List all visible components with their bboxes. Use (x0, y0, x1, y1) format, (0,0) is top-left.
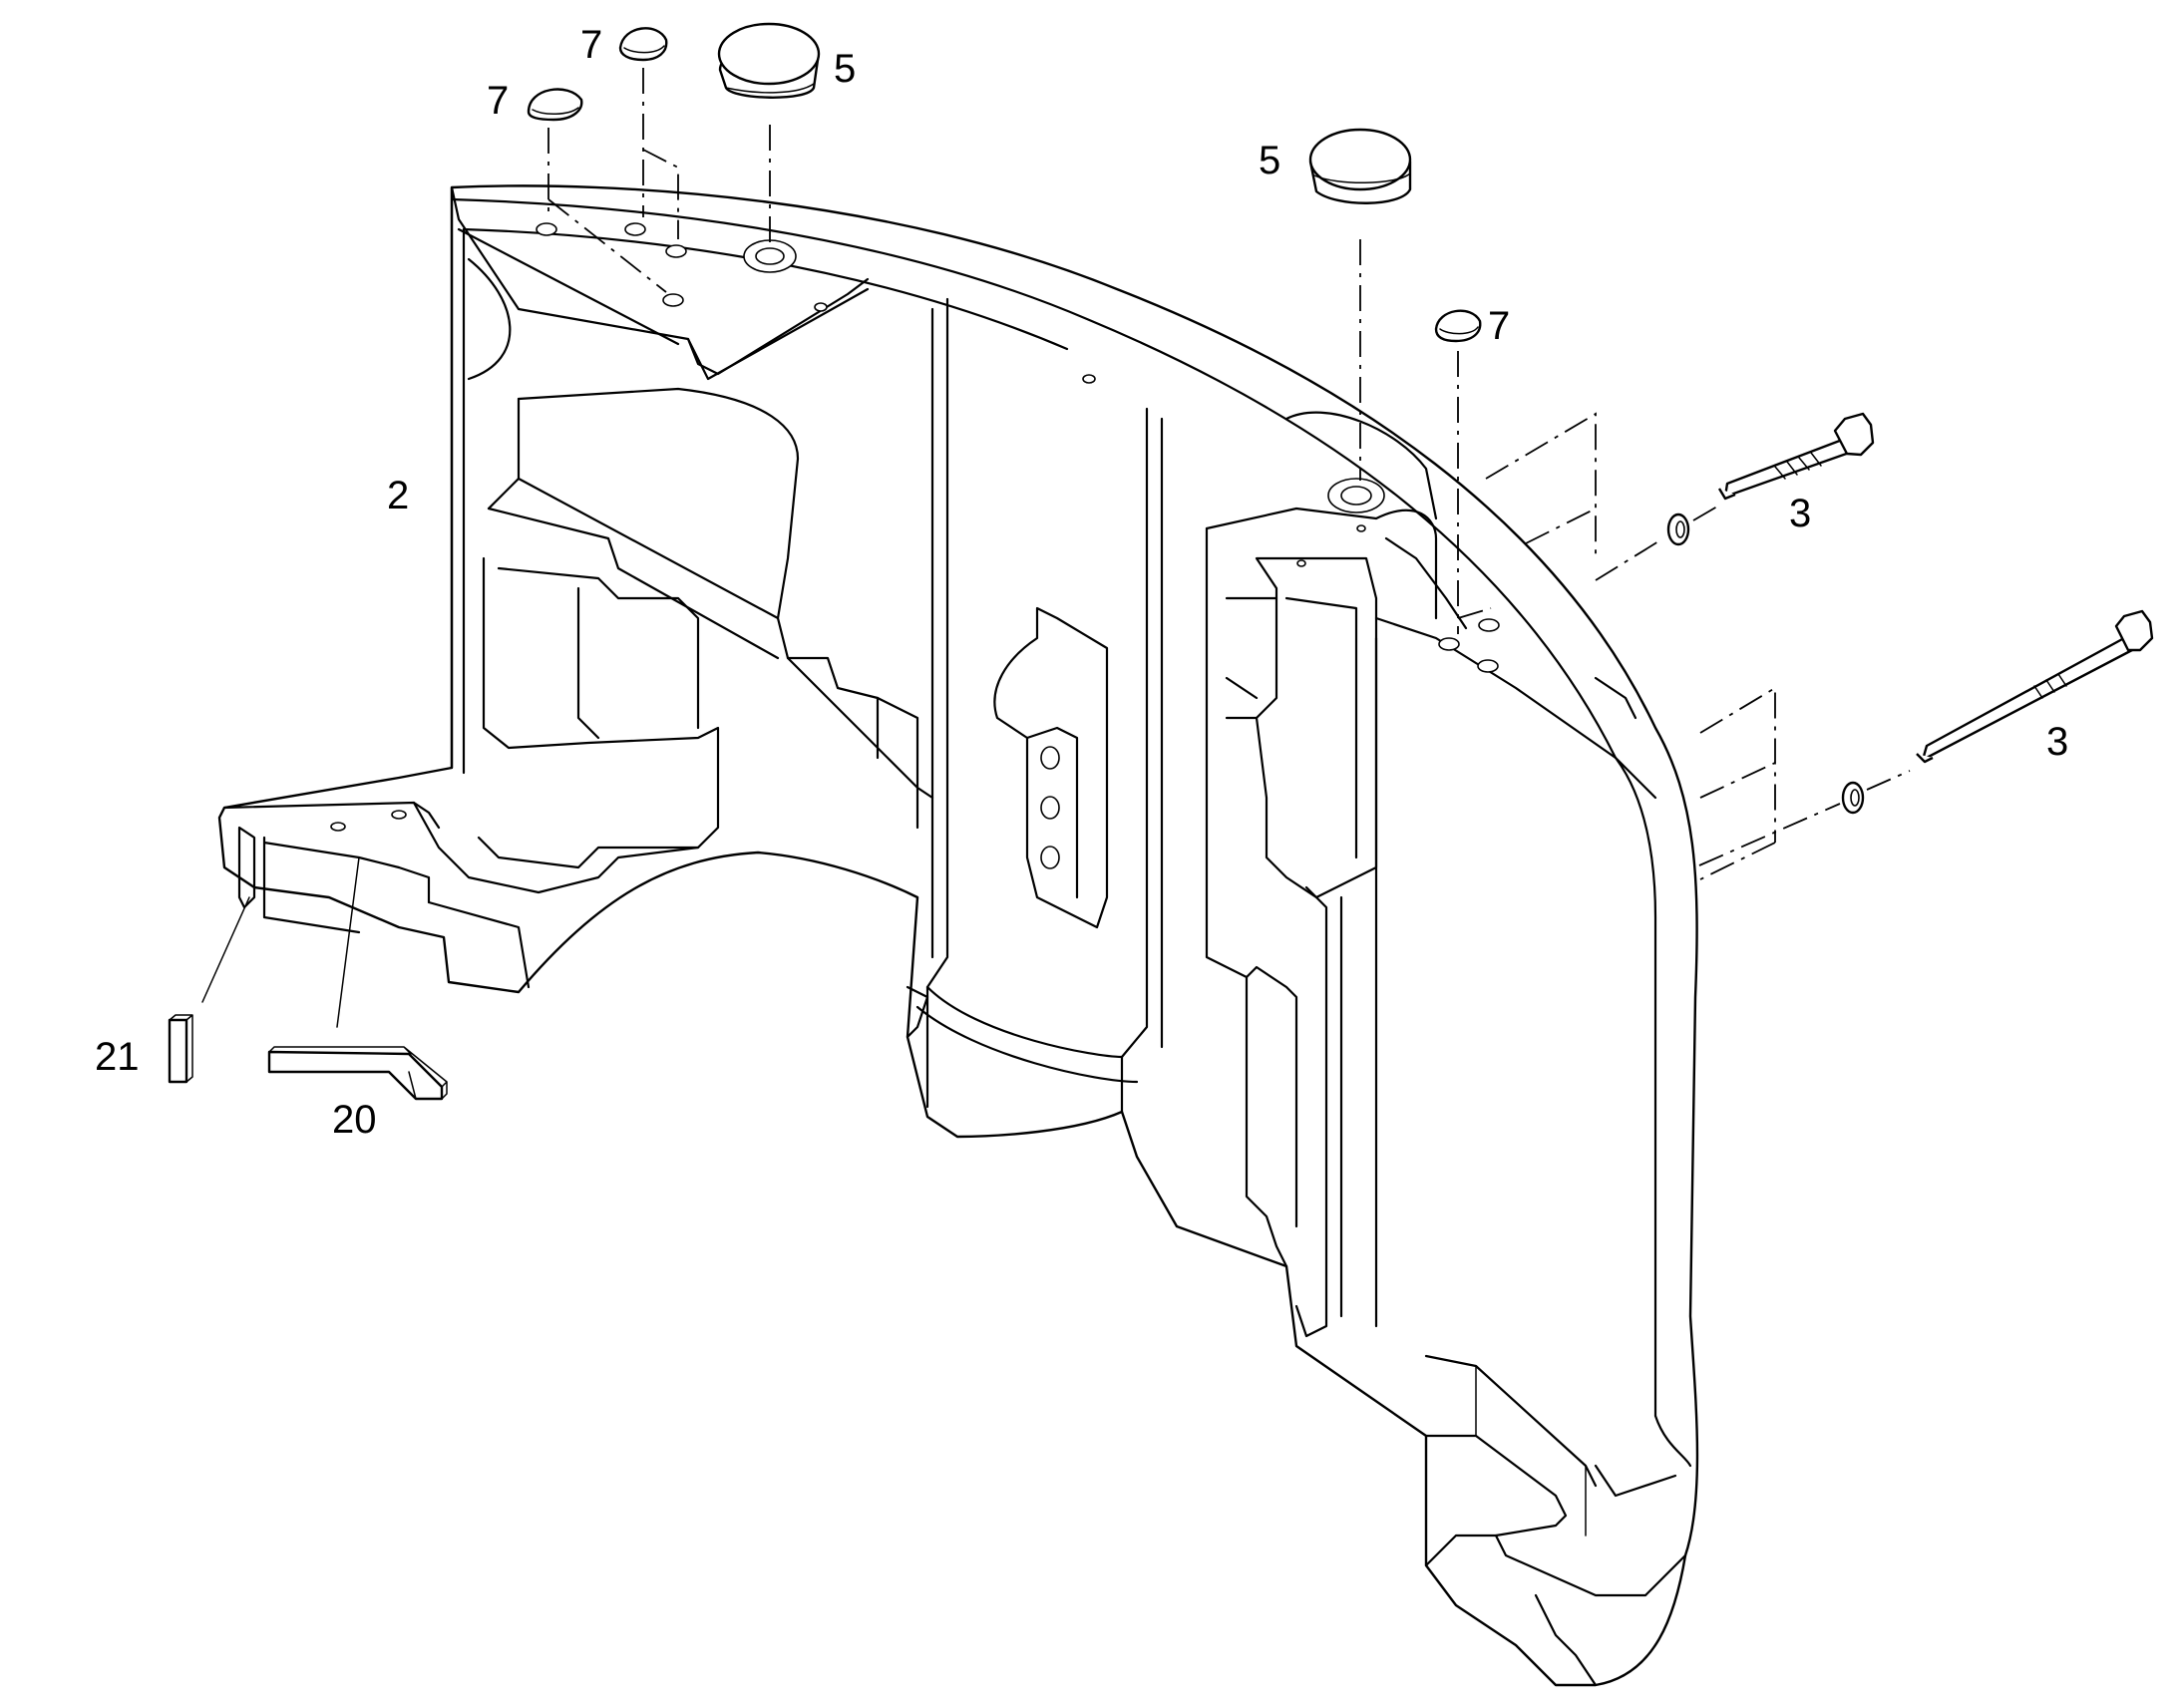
hole-c (665, 244, 687, 258)
foot-left-ramp-2 (397, 865, 531, 989)
hole-j (1356, 524, 1366, 532)
top-left-shelf-3 (457, 227, 680, 346)
left-pocket-inner (497, 566, 700, 730)
left-recess-c (487, 507, 780, 660)
bolt-3a (1717, 412, 1875, 501)
callout-7-top: 7 (580, 23, 602, 67)
bracket-hole-1 (1040, 746, 1060, 770)
right-block-top (1205, 507, 1438, 620)
part-21 (168, 1014, 193, 1084)
foot-left-top (222, 801, 441, 830)
callout-3-upper: 3 (1789, 492, 1811, 535)
right-block-front (1205, 526, 1298, 1228)
plug-7c (1434, 309, 1482, 343)
callout-5-left: 5 (834, 47, 856, 91)
right-block-face (1255, 556, 1378, 899)
foot-right-5 (1594, 1464, 1677, 1498)
foot-left-slot (237, 826, 256, 909)
hole-l (814, 302, 828, 312)
top-right-ring (1284, 411, 1438, 520)
left-pocket (477, 556, 720, 869)
callout-3-lower: 3 (2046, 720, 2068, 764)
hole-g (1477, 659, 1499, 673)
washer-3a (1666, 512, 1690, 546)
callout-5-right: 5 (1259, 139, 1280, 182)
leader-lines (201, 856, 360, 1028)
cap-5a (717, 22, 821, 99)
callout-20: 20 (332, 1098, 377, 1142)
central-slot-left (925, 297, 949, 1109)
top-left-shelf-2 (686, 287, 870, 381)
hole-d (662, 293, 684, 307)
foot-right-detail (1475, 1365, 1587, 1537)
hole-b (624, 222, 646, 236)
callout-7-left: 7 (487, 79, 509, 123)
callout-21: 21 (95, 1035, 140, 1079)
plug-7b (618, 27, 668, 62)
left-recess-top (517, 397, 880, 760)
right-panel-2 (1614, 756, 1657, 1418)
foot-right-4 (1534, 1593, 1598, 1687)
body-outline (217, 184, 1699, 1687)
bracket-hole-2 (1040, 796, 1060, 820)
hole-h (330, 822, 346, 832)
foot-right-2 (1424, 1434, 1568, 1567)
right-side-face (1374, 616, 1657, 800)
foot-left-ramp (412, 801, 700, 894)
callout-7-right: 7 (1488, 304, 1510, 348)
right-block-post (1294, 885, 1328, 1338)
hole-a (536, 222, 557, 236)
hole-k (1296, 559, 1306, 567)
central-slot-bottom-2 (915, 1005, 1139, 1084)
left-recess-a (517, 387, 800, 620)
left-pocket-inner-2 (576, 586, 600, 740)
right-rim-notch (1594, 676, 1637, 720)
right-step-1 (1245, 975, 1288, 1268)
callout-2: 2 (387, 474, 409, 517)
hole-m (1082, 374, 1096, 384)
hole-i (391, 810, 407, 820)
cap-5b (1308, 128, 1412, 204)
top-rim-inner (450, 197, 1618, 760)
washer-3b (1841, 781, 1865, 815)
top-right-shelf (1384, 536, 1468, 630)
right-panel-3 (1653, 1414, 1692, 1468)
hole-e (1438, 637, 1460, 651)
part-20 (267, 1046, 448, 1101)
central-slot-bottom (925, 985, 1124, 1059)
right-block-inner (1284, 596, 1358, 859)
mid-ledge-2 (876, 696, 919, 830)
bracket-outline (993, 606, 1109, 929)
foot-right-1 (1424, 1354, 1598, 1488)
hole-large-right-inner (1340, 486, 1372, 506)
central-slot-right (1120, 407, 1149, 1114)
hole-large-left-inner (755, 247, 785, 265)
bottom-notch (906, 985, 929, 1039)
counterweight-body (217, 184, 1699, 1687)
left-recess-b (487, 477, 521, 511)
hole-f (1478, 618, 1500, 632)
foot-right-3 (1494, 1534, 1687, 1597)
right-block-ledge (1225, 596, 1278, 720)
assembly-lines (547, 68, 1911, 880)
bracket-hole-3 (1040, 846, 1060, 869)
plug-7a (527, 88, 583, 122)
bolt-3b (1916, 609, 2154, 764)
left-wall-3 (467, 257, 512, 381)
bracket-inner (1025, 726, 1079, 899)
top-holes (330, 222, 1500, 832)
